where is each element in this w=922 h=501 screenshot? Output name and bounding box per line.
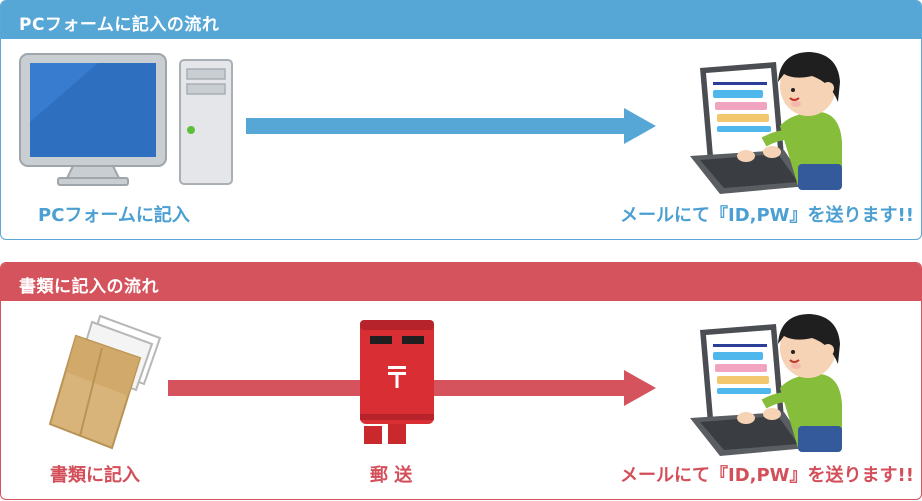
paper-form-flow-title: 書類に記入の流れ [1, 263, 921, 301]
pc-email-caption: メールにて『ID,PW』を送ります!! [620, 205, 914, 226]
mail-caption: 郵 送 [370, 465, 413, 486]
flow-arrow-icon [246, 108, 656, 144]
postbox-icon [360, 320, 434, 444]
person-at-laptop-icon [690, 52, 842, 194]
envelope-with-documents-icon [48, 314, 162, 450]
paper-form-caption: 書類に記入 [50, 465, 140, 486]
pc-form-flow-title: PCフォームに記入の流れ [1, 1, 921, 39]
desktop-computer-icon [19, 53, 167, 186]
pc-tower-icon [179, 59, 233, 185]
paper-email-caption: メールにて『ID,PW』を送ります!! [620, 465, 914, 486]
person-at-laptop-icon [690, 314, 842, 456]
pc-form-caption: PCフォームに記入 [38, 205, 190, 226]
